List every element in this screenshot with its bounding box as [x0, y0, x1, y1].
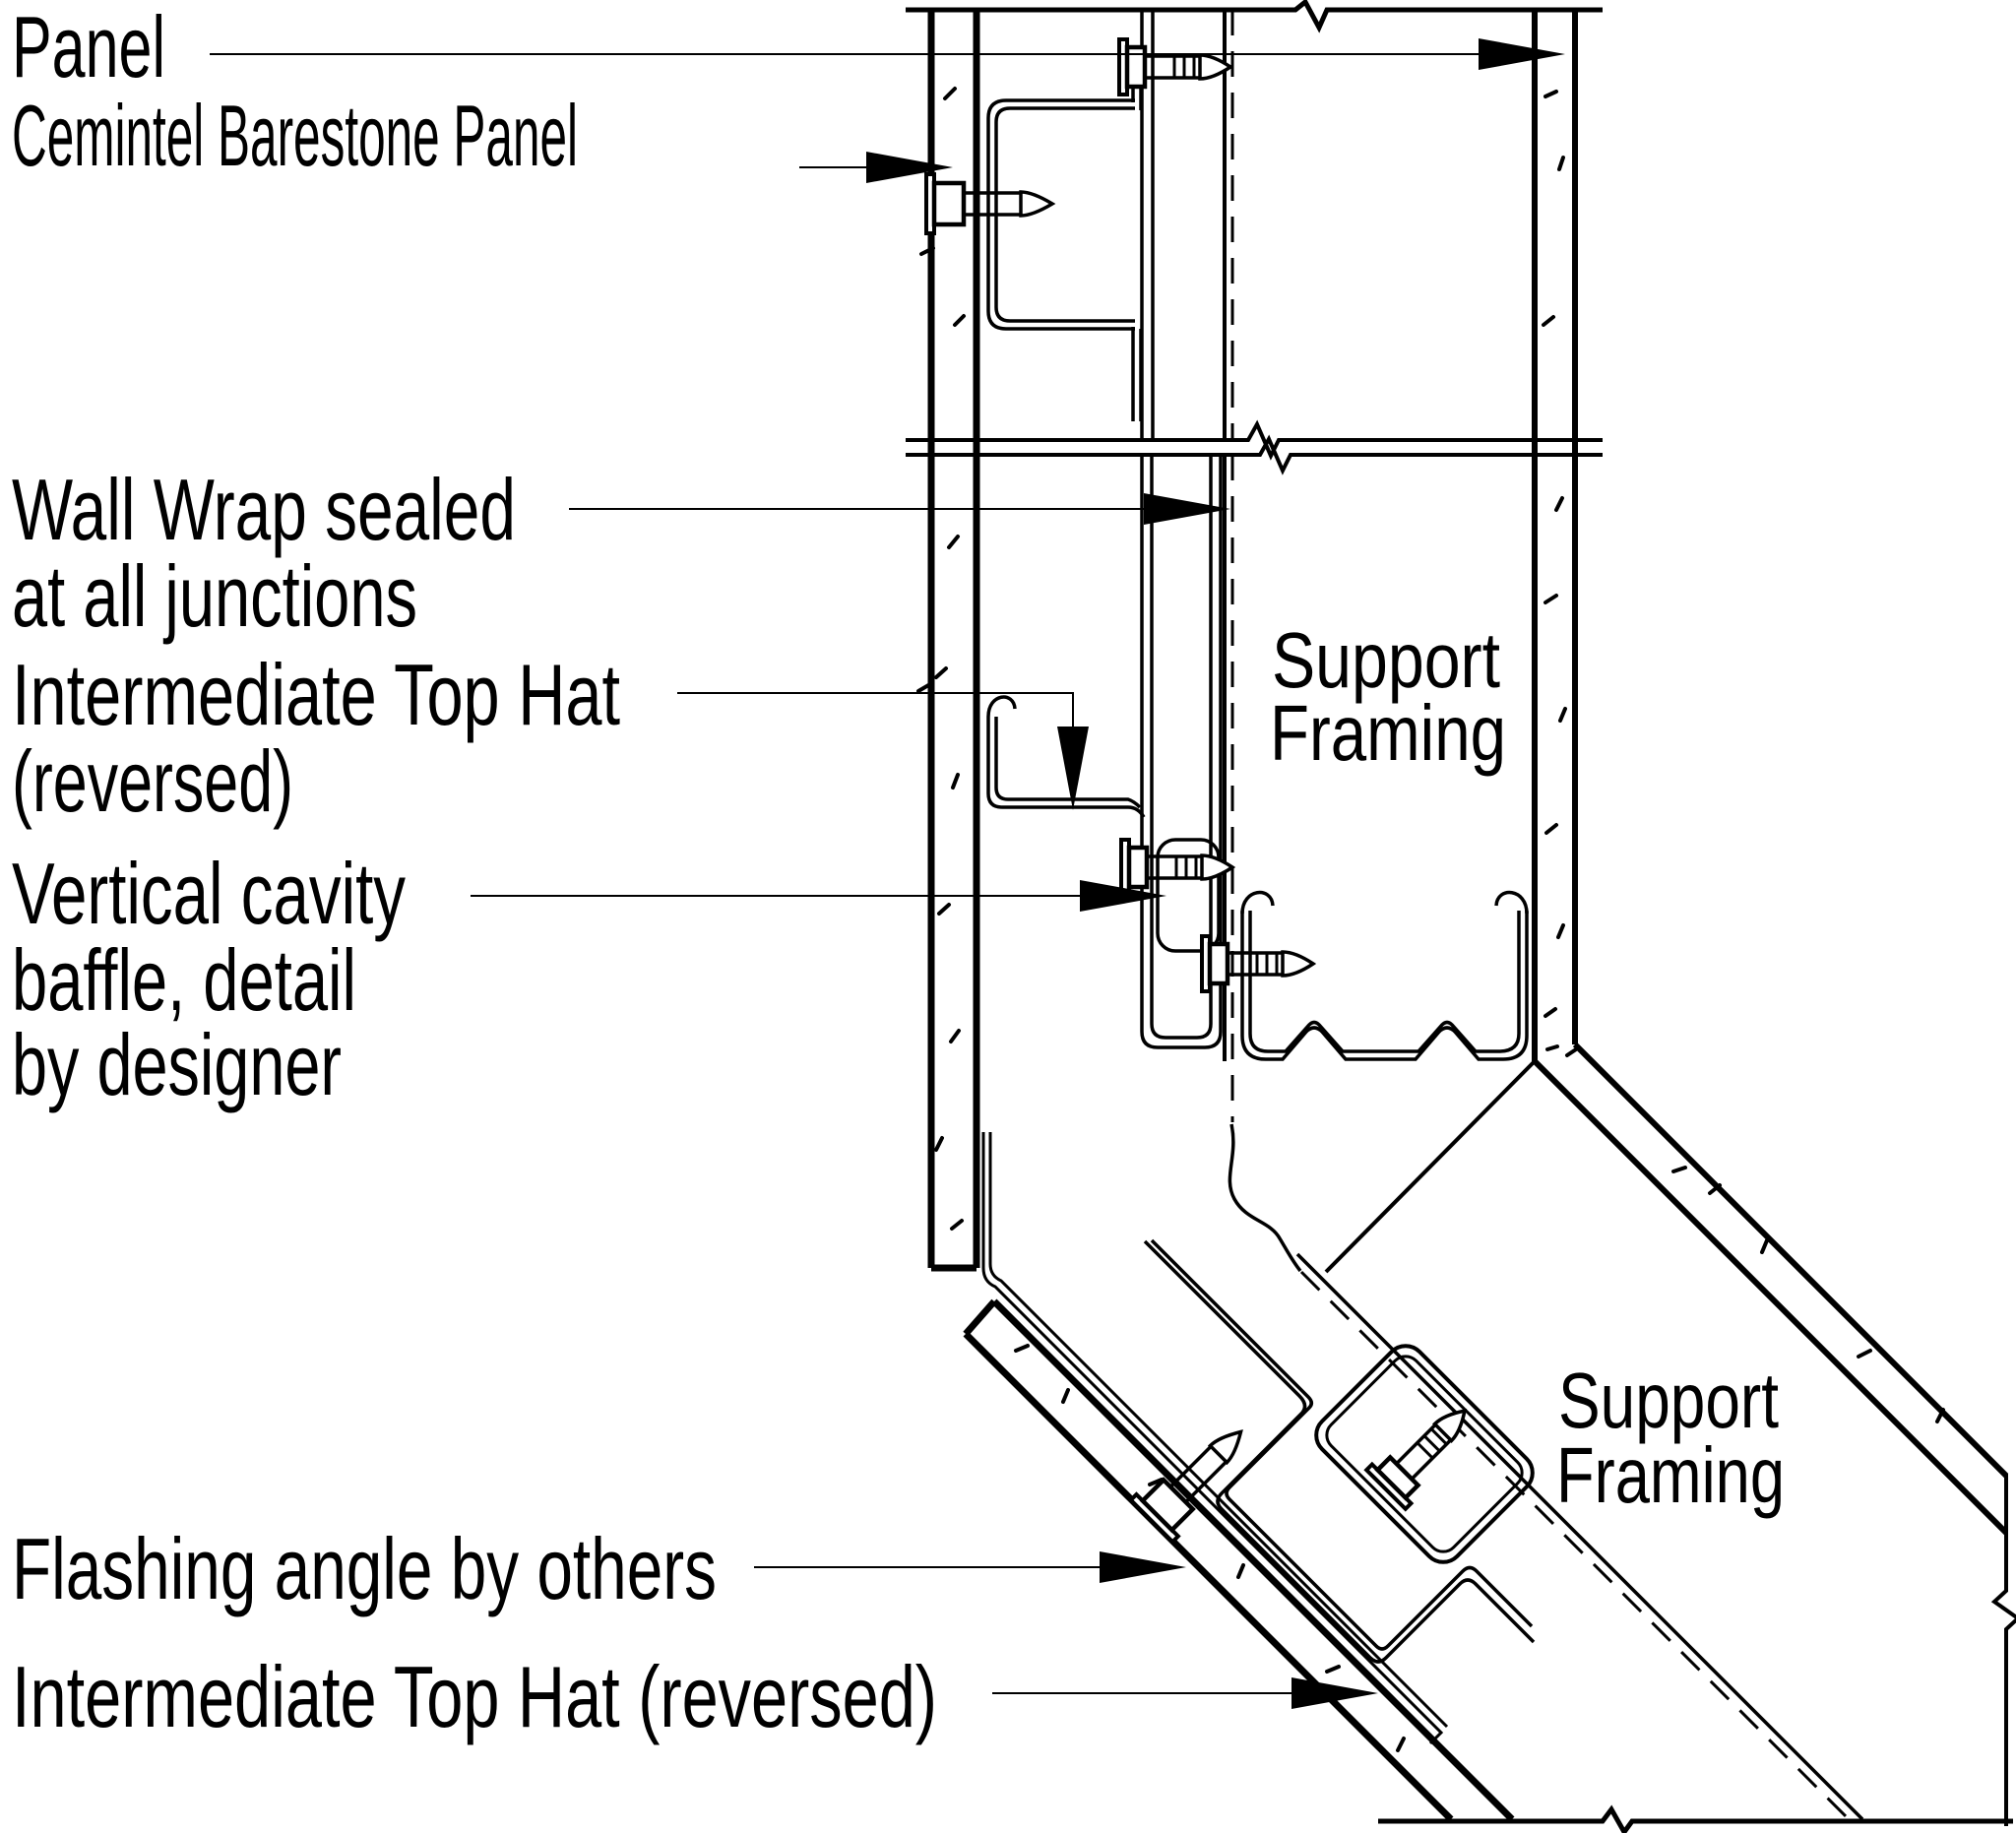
label-cemintel-barestone-panel: Cemintel Barestone Panel: [12, 87, 578, 184]
panel-angled-texture: [1014, 1344, 1406, 1752]
leader-lines: [210, 53, 1479, 1694]
label-support-framing-lower-2: Framing: [1556, 1431, 1785, 1519]
stud-lip-left: [1240, 890, 1275, 915]
panel-texture: [916, 87, 966, 1231]
stud-lip-right: [1494, 890, 1529, 915]
label-baffle-2: baffle, detail: [12, 931, 356, 1029]
lining-texture: [1542, 90, 1567, 1018]
arrow-wall-wrap: [1144, 493, 1230, 525]
screw-mid-lower: [1202, 936, 1313, 991]
arrow-cemintel: [866, 152, 953, 183]
label-panel: Panel: [12, 0, 165, 95]
c-stud-bottom: [1240, 890, 1529, 1061]
wall-wrap-wavy-corner: [1228, 1123, 1302, 1273]
lining-angled-texture: [1545, 1044, 1945, 1423]
label-support-framing-upper-1: Support: [1272, 616, 1500, 704]
arrow-baffle: [1080, 880, 1166, 912]
labels: Panel Cemintel Barestone Panel Wall Wrap…: [12, 0, 1785, 1745]
leader-arrowheads: [866, 38, 1565, 1709]
mid-break-line-upper: [906, 419, 1603, 461]
top-hat-angled: [1143, 1238, 1536, 1664]
label-flashing-angle: Flashing angle by others: [12, 1520, 717, 1617]
label-intermediate-top-hat-1: Intermediate Top Hat: [12, 646, 620, 743]
framing-miter-line: [1324, 1059, 1537, 1274]
label-baffle-1: Vertical cavity: [12, 845, 406, 942]
arrow-panel: [1479, 38, 1565, 70]
top-hat-middle: [986, 455, 1223, 1049]
top-break-line: [906, 0, 1603, 33]
flashing-angle: [981, 1132, 1449, 1745]
screw-top: [1119, 39, 1230, 95]
screw-angled-flange: [1366, 1391, 1484, 1509]
vertical-wall-section: [906, 0, 1603, 1273]
hat-lip-curl: [986, 695, 1017, 718]
label-baffle-3: by designer: [12, 1016, 342, 1113]
label-support-framing-upper-2: Framing: [1270, 689, 1506, 777]
lining-panel-vertical: [1532, 10, 1578, 1061]
label-wall-wrap-1: Wall Wrap sealed: [12, 461, 516, 558]
lining-angled-inner: [1532, 1058, 2009, 1536]
arrow-flashing: [1100, 1551, 1186, 1583]
label-intermediate-top-hat-bottom: Intermediate Top Hat (reversed): [12, 1648, 937, 1745]
angled-stud: [1314, 1344, 1535, 1564]
angled-wall-section: [963, 1042, 2016, 1833]
right-break-line: [1990, 1474, 2016, 1826]
label-support-framing-lower-1: Support: [1558, 1357, 1779, 1444]
label-intermediate-top-hat-2: (reversed): [12, 732, 293, 830]
arrow-top-hat: [1057, 727, 1089, 810]
wall-wrap-dashed-angled: [1299, 1270, 1851, 1821]
leader-top-hat: [677, 692, 1074, 728]
label-wall-wrap-2: at all junctions: [12, 547, 417, 645]
arrow-top-hat-bottom: [1292, 1677, 1378, 1709]
barestone-panel-angled: [963, 1298, 1515, 1822]
lining-angled-outer: [1572, 1042, 2009, 1479]
mid-break-line-lower: [906, 434, 1603, 475]
bottom-break-line: [1378, 1804, 2013, 1833]
framing-face-angled: [1295, 1252, 1864, 1821]
